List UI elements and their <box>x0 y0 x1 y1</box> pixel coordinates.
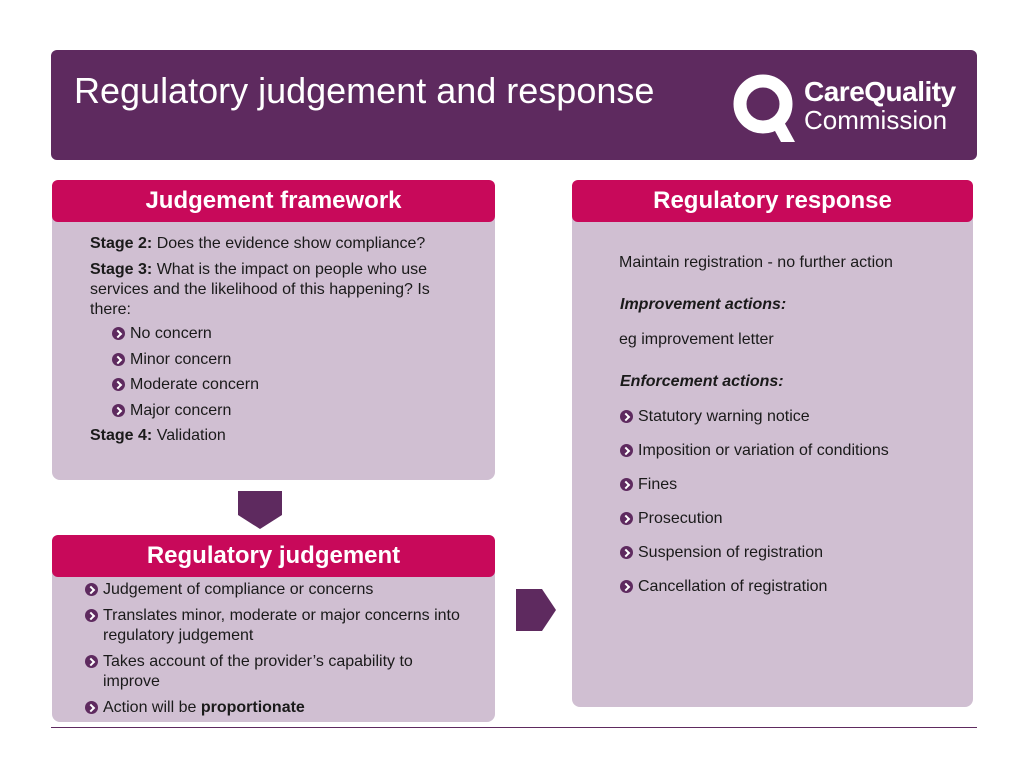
stage-4-label: Stage 4: <box>90 427 153 444</box>
chevron-bullet-icon <box>85 583 98 596</box>
regulatory-judgement-panel: Regulatory judgement Judgement of compli… <box>52 535 495 722</box>
chevron-bullet-icon <box>112 352 125 366</box>
header-banner: Regulatory judgement and response CareQu… <box>51 50 977 160</box>
stage-4-text: Validation <box>156 427 226 444</box>
cqc-logo: CareQuality Commission <box>731 68 961 148</box>
enforcement-actions-heading: Enforcement actions: <box>620 373 784 390</box>
stage-2-line: Stage 2: Does the evidence show complian… <box>90 234 470 254</box>
improvement-actions-text: eg improvement letter <box>619 331 774 348</box>
stage-2-text: Does the evidence show compliance? <box>156 235 426 252</box>
list-item: Major concern <box>112 401 259 421</box>
stage-3-label: Stage 3: <box>90 261 153 278</box>
cqc-logo-icon <box>733 74 795 142</box>
list-item: Prosecution <box>620 509 889 529</box>
footer-divider <box>51 727 977 728</box>
chevron-bullet-icon <box>112 327 125 340</box>
chevron-bullet-icon <box>112 378 125 391</box>
list-item: Moderate concern <box>112 375 259 395</box>
arrow-right-icon <box>516 589 556 631</box>
stage-3-line: Stage 3: What is the impact on people wh… <box>90 260 475 320</box>
list-item: Suspension of registration <box>620 543 889 563</box>
list-item: Minor concern <box>112 350 259 370</box>
improvement-actions-heading: Improvement actions: <box>620 296 787 313</box>
chevron-bullet-icon <box>620 444 633 457</box>
regulatory-judgement-heading: Regulatory judgement <box>52 535 495 577</box>
list-item: Action will be proportionate <box>85 698 465 718</box>
list-item: Cancellation of registration <box>620 577 889 597</box>
chevron-bullet-icon <box>85 655 98 668</box>
proportionate-emphasis: proportionate <box>200 699 305 716</box>
list-item: Fines <box>620 475 889 495</box>
chevron-bullet-icon <box>620 580 633 593</box>
chevron-bullet-icon <box>112 403 125 417</box>
stage-4-line: Stage 4: Validation <box>90 426 226 446</box>
list-item: No concern <box>112 324 259 344</box>
chevron-bullet-icon <box>620 410 633 423</box>
logo-wordmark-line1: CareQuality <box>804 76 956 107</box>
arrow-down-icon <box>238 491 282 529</box>
stage-2-label: Stage 2: <box>90 235 153 252</box>
concern-list: No concern Minor concern Moderate concer… <box>112 324 259 421</box>
maintain-registration-text: Maintain registration - no further actio… <box>619 254 893 271</box>
list-item: Translates minor, moderate or major conc… <box>85 606 465 646</box>
judgement-list: Judgement of compliance or concerns Tran… <box>85 580 465 718</box>
list-item: Judgement of compliance or concerns <box>85 580 465 600</box>
stage-3-text: What is the impact on people who use ser… <box>90 261 430 318</box>
judgement-framework-panel: Judgement framework Stage 2: Does the ev… <box>52 180 495 480</box>
logo-wordmark-line2: Commission <box>804 105 948 135</box>
chevron-bullet-icon <box>620 478 633 491</box>
list-item: Imposition or variation of conditions <box>620 441 889 461</box>
judgement-framework-heading: Judgement framework <box>52 180 495 222</box>
list-item: Statutory warning notice <box>620 407 889 427</box>
chevron-bullet-icon <box>85 609 98 622</box>
enforcement-actions-list: Statutory warning notice Imposition or v… <box>620 407 889 597</box>
regulatory-response-heading: Regulatory response <box>572 180 973 222</box>
regulatory-response-panel: Regulatory response Maintain registratio… <box>572 180 973 707</box>
chevron-bullet-icon <box>620 546 633 559</box>
list-item: Takes account of the provider’s capabili… <box>85 652 465 692</box>
chevron-bullet-icon <box>85 701 98 714</box>
slide-title: Regulatory judgement and response <box>74 70 655 111</box>
chevron-bullet-icon <box>620 512 633 525</box>
